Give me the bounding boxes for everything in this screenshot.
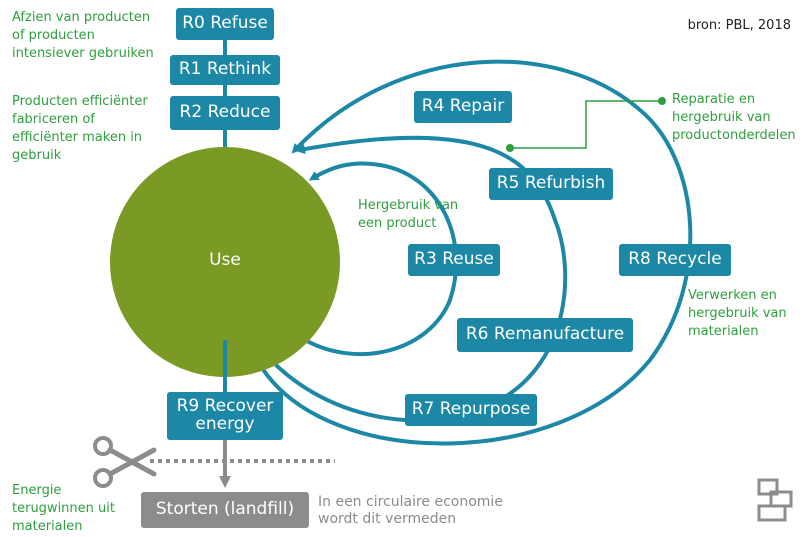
annotation-line: efficiënter maken in bbox=[12, 130, 143, 145]
annotation-line: of producten bbox=[12, 28, 95, 43]
annotation-line: Verwerken en bbox=[688, 288, 777, 303]
annotation-line: Energie bbox=[12, 483, 62, 498]
r1-rethink-box: R1 Rethink bbox=[170, 55, 280, 85]
r9-line-1: R9 Recover bbox=[176, 396, 274, 417]
annotation-line: gebruik bbox=[12, 148, 62, 163]
r3-reuse-box: R3 Reuse bbox=[408, 244, 500, 276]
r6-remanufacture-box: R6 Remanufacture bbox=[457, 318, 633, 352]
cbs-logo-icon bbox=[757, 478, 793, 522]
r7-repurpose-box: R7 Repurpose bbox=[405, 394, 537, 426]
repair-leader-line bbox=[510, 100, 662, 149]
r0-refuse-box: R0 Refuse bbox=[176, 8, 274, 40]
circular-economy-note: In een circulaire economie wordt dit ver… bbox=[318, 494, 503, 528]
annotation-line: materialen bbox=[12, 519, 83, 534]
loop-reuse bbox=[304, 161, 459, 356]
use-label: Use bbox=[209, 250, 241, 270]
annotation-line: Producten efficiënter bbox=[12, 94, 148, 109]
annotation-line: wordt dit vermeden bbox=[318, 511, 457, 527]
repair-leader-dot-end bbox=[658, 97, 666, 105]
r4-repair-box: R4 Repair bbox=[414, 91, 512, 123]
energy-annotation: Energie terugwinnen uit materialen bbox=[12, 482, 115, 536]
repair-leader-dot-start bbox=[506, 144, 514, 152]
recycle-annotation: Verwerken en hergebruik van materialen bbox=[688, 287, 787, 341]
annotation-line: Reparatie en bbox=[672, 92, 756, 107]
refuse-annotation: Afzien van producten of producten intens… bbox=[12, 9, 154, 63]
annotation-line: fabriceren of bbox=[12, 112, 95, 127]
r8-recycle-box: R8 Recycle bbox=[619, 244, 731, 276]
annotation-line: hergebruik van bbox=[672, 110, 771, 125]
use-circle bbox=[110, 147, 340, 377]
landfill-box: Storten (landfill) bbox=[141, 492, 309, 528]
reuse-annotation: Hergebruik van een product bbox=[358, 197, 458, 233]
r9-line-2: energy bbox=[195, 414, 255, 434]
reduce-annotation: Producten efficiënter fabriceren of effi… bbox=[12, 93, 148, 165]
annotation-line: Hergebruik van bbox=[358, 198, 459, 213]
loop-repair bbox=[260, 135, 568, 423]
annotation-line: Afzien van producten bbox=[12, 10, 151, 25]
repair-annotation: Reparatie en hergebruik van productonder… bbox=[672, 91, 796, 145]
annotation-line: intensiever gebruiken bbox=[12, 46, 154, 61]
annotation-line: hergebruik van bbox=[688, 306, 787, 321]
annotation-line: productonderdelen bbox=[672, 128, 796, 143]
r5-refurbish-box: R5 Refurbish bbox=[489, 168, 613, 200]
r9-recover-energy-box: R9 Recover energy bbox=[167, 392, 283, 440]
annotation-line: een product bbox=[358, 216, 437, 231]
source-label: bron: PBL, 2018 bbox=[687, 18, 791, 33]
annotation-line: materialen bbox=[688, 324, 759, 339]
scissors-icon bbox=[93, 436, 157, 488]
annotation-line: terugwinnen uit bbox=[12, 501, 115, 516]
r2-reduce-box: R2 Reduce bbox=[170, 96, 280, 130]
loop-recycle bbox=[260, 59, 693, 446]
annotation-line: In een circulaire economie bbox=[318, 494, 503, 510]
